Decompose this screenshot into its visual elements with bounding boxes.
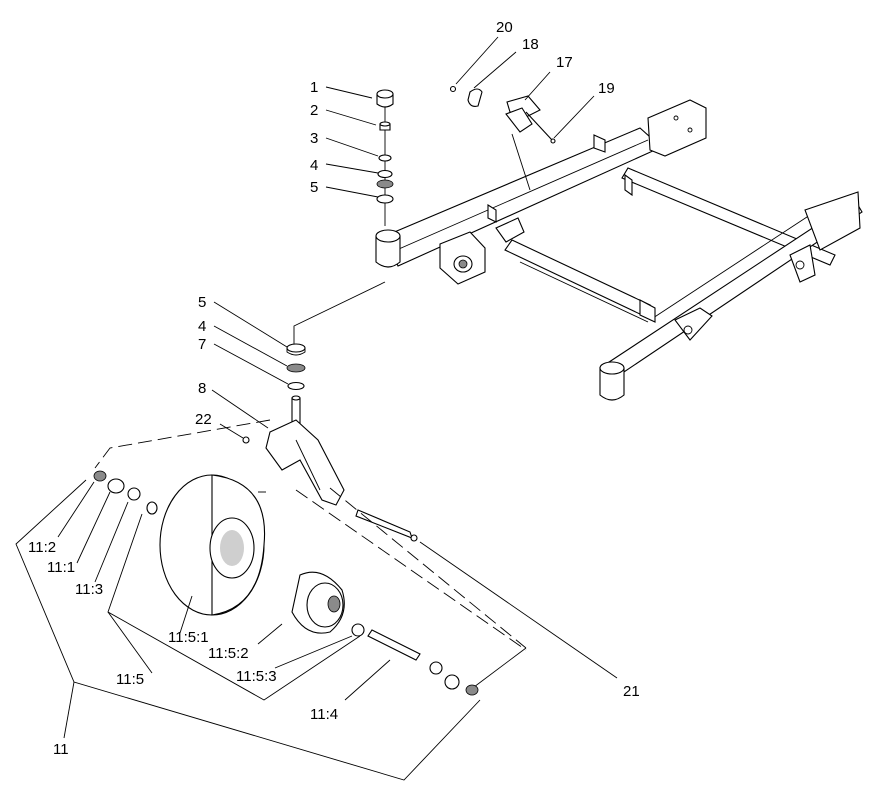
callout-1: 1 — [310, 79, 318, 96]
callout-labels: 1 2 3 4 5 20 18 17 19 5 4 7 8 22 11:2 11… — [28, 19, 640, 758]
frame-assembly — [375, 99, 863, 401]
callout-11-4: 11:4 — [310, 706, 338, 723]
callout-11-5-3: 11:5:3 — [236, 668, 277, 685]
callout-20: 20 — [496, 19, 513, 36]
callout-18: 18 — [522, 36, 539, 53]
callout-11-1: 11:1 — [47, 559, 75, 576]
callout-22: 22 — [195, 411, 212, 428]
caster-fork-assembly — [242, 343, 418, 542]
callout-8: 8 — [198, 380, 206, 397]
callout-4-top: 4 — [310, 157, 318, 174]
callout-21: 21 — [623, 683, 640, 700]
callout-19: 19 — [598, 80, 615, 97]
cable-clip-hardware — [449, 85, 556, 191]
callout-11-5: 11:5 — [116, 671, 144, 688]
callout-11-2: 11:2 — [28, 539, 56, 556]
callout-5-top: 5 — [310, 179, 318, 196]
callout-2: 2 — [310, 102, 318, 119]
callout-11-5-1: 11:5:1 — [168, 629, 209, 646]
callout-11-3: 11:3 — [75, 581, 103, 598]
callout-4-lower: 4 — [198, 318, 206, 335]
top-bearing-stack — [376, 89, 394, 226]
callout-11: 11 — [53, 741, 69, 758]
callout-17: 17 — [556, 54, 573, 71]
wheel-assembly — [93, 419, 527, 696]
callout-3: 3 — [310, 130, 318, 147]
callout-11-5-2: 11:5:2 — [208, 645, 249, 662]
leader-lines — [15, 36, 618, 781]
callout-5-lower: 5 — [198, 294, 206, 311]
callout-7: 7 — [198, 336, 206, 353]
